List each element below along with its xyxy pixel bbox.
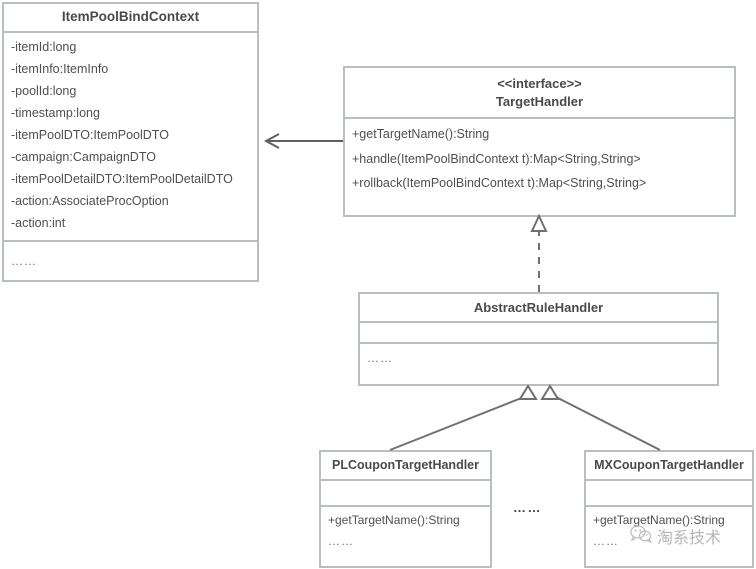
connector-realization-abstract-to-interface <box>530 213 548 292</box>
class-box-abstract-rule-handler[interactable]: AbstractRuleHandler …… <box>358 292 719 386</box>
class-title-item-pool-bind-context: ItemPoolBindContext <box>4 4 257 33</box>
attribute-row: -action:AssociateProcOption <box>11 194 169 208</box>
class-box-pl-coupon-target-handler[interactable]: PLCouponTargetHandler +getTargetName():S… <box>319 450 492 568</box>
class-box-mx-coupon-target-handler[interactable]: MXCouponTargetHandler +getTargetName():S… <box>584 450 754 568</box>
operations-section-target-handler: +getTargetName():String +handle(ItemPool… <box>345 119 734 215</box>
connector-dependency-target-handler-to-context <box>263 133 343 149</box>
watermark-text: 淘系技术 <box>657 528 722 547</box>
attribute-row: -timestamp:long <box>11 106 100 120</box>
class-name: TargetHandler <box>495 93 584 109</box>
ellipsis-between-children: …… <box>513 500 542 515</box>
attribute-row: -itemId:long <box>11 40 77 54</box>
watermark: 淘系技术 <box>630 524 721 548</box>
attribute-row: -itemInfo:ItemInfo <box>11 62 109 76</box>
class-title-abstract-rule-handler: AbstractRuleHandler <box>360 294 717 323</box>
class-name: MXCouponTargetHandler <box>594 458 744 473</box>
operations-section-mx: +getTargetName():String …… <box>586 505 752 560</box>
attribute-row: -poolId:long <box>11 84 77 98</box>
attribute-row: -campaign:CampaignDTO <box>11 150 156 164</box>
operation-row: +getTargetName():String <box>593 513 725 527</box>
class-name: PLCouponTargetHandler <box>332 458 479 473</box>
ellipsis-row: …… <box>328 534 354 548</box>
class-title-target-handler: <<interface>> TargetHandler <box>345 68 734 119</box>
stereotype-label: <<interface>> <box>497 75 582 91</box>
class-name: AbstractRuleHandler <box>473 299 604 315</box>
connector-generalization-pl-to-abstract <box>389 384 538 451</box>
wechat-icon <box>630 524 652 548</box>
attributes-section-context: -itemId:long -itemInfo:ItemInfo -poolId:… <box>4 33 257 240</box>
class-box-item-pool-bind-context[interactable]: ItemPoolBindContext -itemId:long -itemIn… <box>2 2 259 282</box>
connector-generalization-mx-to-abstract <box>540 384 661 451</box>
attribute-row: -itemPoolDetailDTO:ItemPoolDetailDTO <box>11 172 233 186</box>
attribute-row: -itemPoolDTO:ItemPoolDTO <box>11 128 169 142</box>
operation-row: +rollback(ItemPoolBindContext t):Map<Str… <box>352 176 647 190</box>
operation-row: +getTargetName():String <box>328 513 460 527</box>
ellipsis-row: …… <box>11 254 37 268</box>
class-box-target-handler[interactable]: <<interface>> TargetHandler +getTargetNa… <box>343 66 736 217</box>
class-name: ItemPoolBindContext <box>61 9 200 25</box>
operations-section-pl: +getTargetName():String …… <box>321 505 490 560</box>
more-section-abstract: …… <box>360 342 717 384</box>
attribute-row: -action:int <box>11 216 66 230</box>
class-title-pl-coupon-target-handler: PLCouponTargetHandler <box>321 452 490 481</box>
operation-row: +getTargetName():String <box>352 127 490 141</box>
operation-row: +handle(ItemPoolBindContext t):Map<Strin… <box>352 151 641 166</box>
more-section-context: …… <box>4 240 257 280</box>
ellipsis-row: …… <box>367 351 393 365</box>
class-title-mx-coupon-target-handler: MXCouponTargetHandler <box>586 452 752 481</box>
ellipsis-row: …… <box>593 534 619 548</box>
